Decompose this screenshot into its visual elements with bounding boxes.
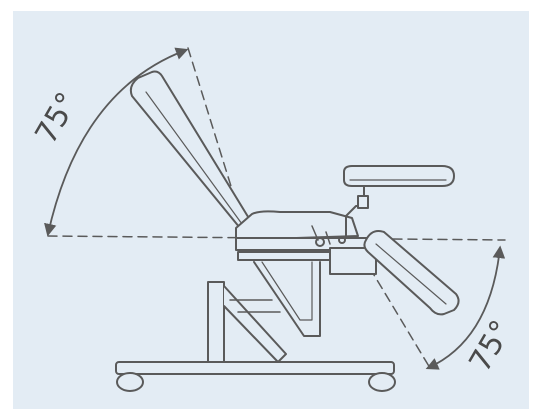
- lift-upright: [207, 281, 225, 363]
- legrest-pad: [363, 230, 460, 316]
- legrest-pad-edge: [375, 243, 447, 305]
- hinge-lever: [311, 225, 331, 245]
- backrest-angle-arc: [44, 47, 189, 237]
- backrest-pad-edge: [145, 91, 243, 225]
- seat-frame-lower: [237, 251, 335, 261]
- column-support: [253, 261, 321, 337]
- armrest-pad: [343, 165, 455, 187]
- wheel-left: [116, 372, 144, 392]
- column-support-inner: [261, 261, 313, 321]
- base-frame: [115, 361, 395, 375]
- lift-arm: [223, 285, 287, 363]
- wheel-right: [368, 372, 396, 392]
- legrest-angle-arc: [425, 245, 506, 370]
- armrest-clamp: [357, 195, 369, 209]
- hinge-bolt: [338, 236, 346, 244]
- seat-pad: [235, 210, 359, 241]
- hinge-pivot: [315, 237, 325, 247]
